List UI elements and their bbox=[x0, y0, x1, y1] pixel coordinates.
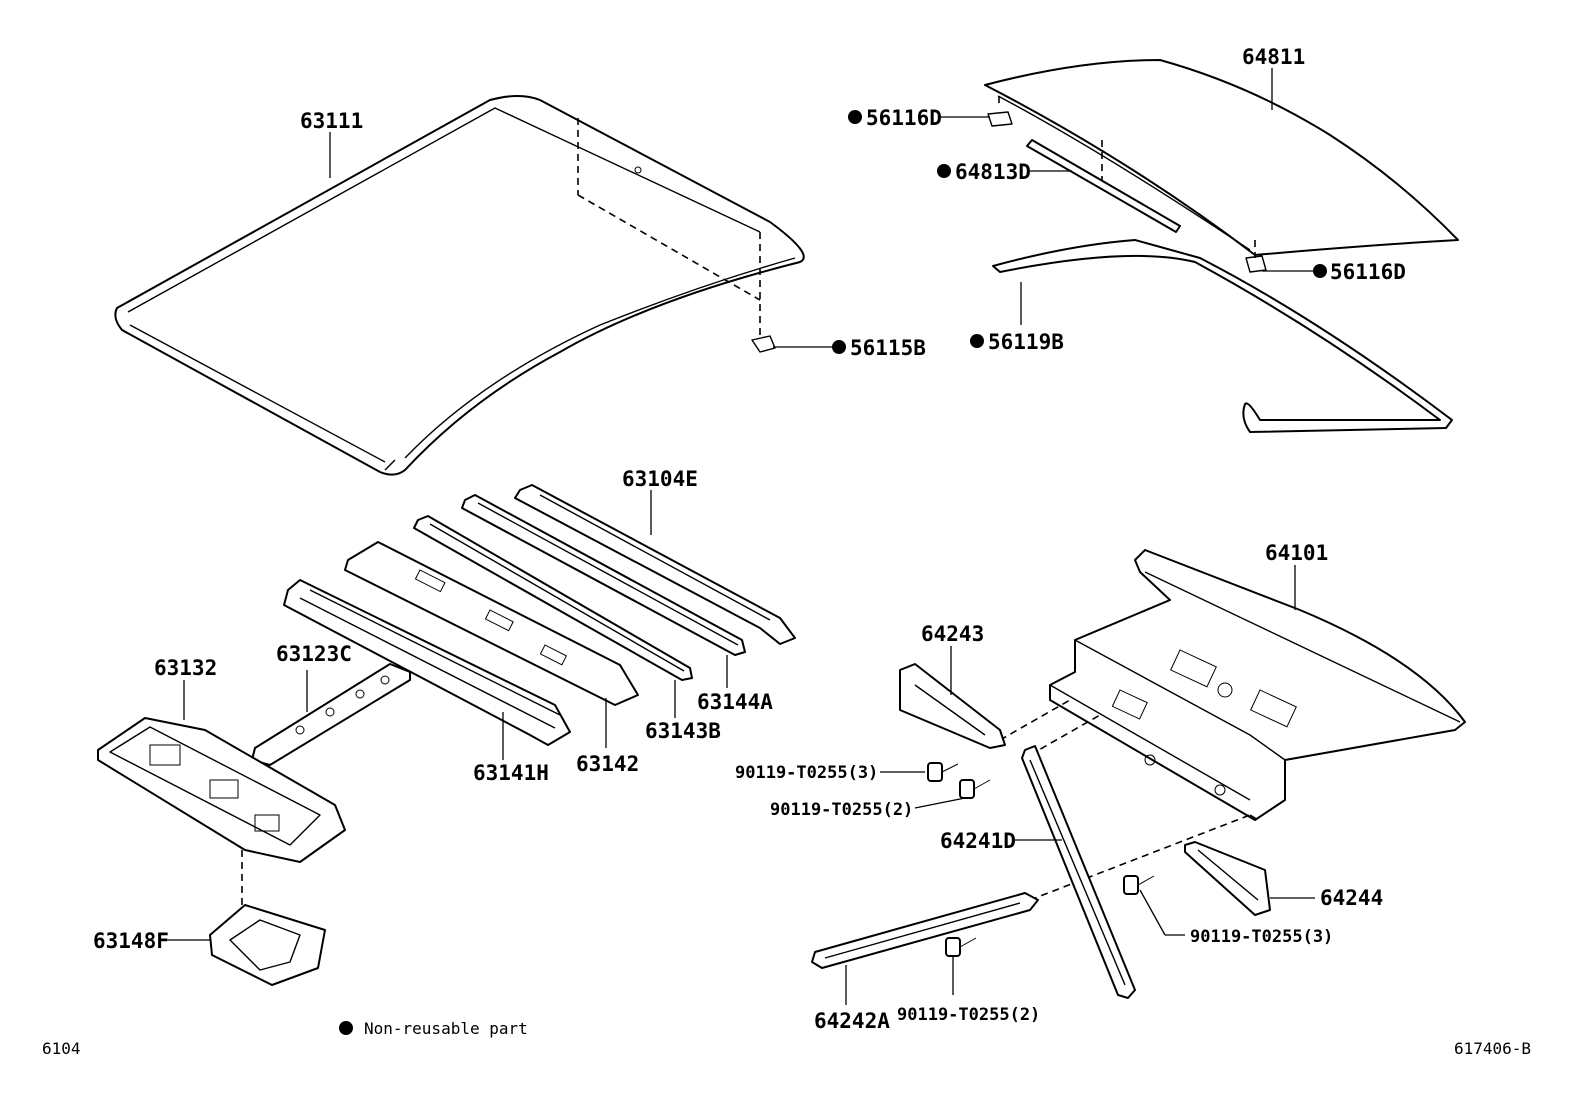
roof-panel[interactable] bbox=[114, 95, 805, 476]
weatherstrip-56119b[interactable] bbox=[992, 239, 1453, 433]
label-63104e[interactable]: 63104E bbox=[622, 467, 698, 491]
label-64244[interactable]: 64244 bbox=[1320, 886, 1383, 910]
stay-64241d[interactable] bbox=[1021, 745, 1136, 999]
brace-64243[interactable] bbox=[899, 663, 1006, 749]
label-63132[interactable]: 63132 bbox=[154, 656, 217, 680]
back-window-glass[interactable] bbox=[984, 59, 1459, 256]
label-90119-d[interactable]: 90119-T0255(2) bbox=[897, 1005, 1040, 1025]
label-64811[interactable]: 64811 bbox=[1242, 45, 1305, 69]
non-reusable-dot-56116d-top bbox=[848, 110, 862, 124]
bolt-90119-a[interactable] bbox=[927, 762, 959, 782]
clip-56116d-top[interactable] bbox=[987, 111, 1013, 127]
label-64101[interactable]: 64101 bbox=[1265, 541, 1328, 565]
label-90119-a[interactable]: 90119-T0255(3) bbox=[735, 763, 878, 783]
non-reusable-dot-56115b bbox=[832, 340, 846, 354]
label-64241d[interactable]: 64241D bbox=[940, 829, 1016, 853]
reinforcement-63123c[interactable] bbox=[251, 663, 411, 766]
label-90119-c[interactable]: 90119-T0255(3) bbox=[1190, 927, 1333, 947]
clip-56115b[interactable] bbox=[751, 335, 776, 353]
bolt-90119-b[interactable] bbox=[959, 779, 991, 799]
label-63111[interactable]: 63111 bbox=[300, 109, 363, 133]
bolt-90119-d[interactable] bbox=[945, 937, 977, 957]
roof-bow-63142[interactable] bbox=[344, 541, 639, 706]
roof-rail-63104e[interactable] bbox=[514, 484, 796, 645]
roof-header-63141h[interactable] bbox=[283, 579, 571, 746]
non-reusable-dot-64813d bbox=[937, 164, 951, 178]
legend-text: Non-reusable part bbox=[364, 1019, 528, 1038]
label-64242a[interactable]: 64242A bbox=[814, 1009, 890, 1033]
label-63123c[interactable]: 63123C bbox=[276, 642, 352, 666]
roof-bow-63143b[interactable] bbox=[413, 515, 693, 681]
label-56116d-right[interactable]: 56116D bbox=[1330, 260, 1406, 284]
footer-left-code: 6104 bbox=[42, 1039, 81, 1058]
legend-dot bbox=[339, 1021, 353, 1035]
bolt-90119-c[interactable] bbox=[1123, 875, 1155, 895]
bracket-63148f[interactable] bbox=[209, 904, 326, 986]
brace-64244[interactable] bbox=[1184, 841, 1271, 916]
footer-right-code: 617406-B bbox=[1454, 1039, 1531, 1058]
label-63144a[interactable]: 63144A bbox=[697, 690, 773, 714]
package-tray-64101[interactable] bbox=[1049, 549, 1466, 821]
label-56116d-top[interactable]: 56116D bbox=[866, 106, 942, 130]
label-90119-b[interactable]: 90119-T0255(2) bbox=[770, 800, 913, 820]
label-63142[interactable]: 63142 bbox=[576, 752, 639, 776]
molding-64813d[interactable] bbox=[1026, 139, 1181, 233]
non-reusable-dot-56116d-right bbox=[1313, 264, 1327, 278]
roof-bow-63144a[interactable] bbox=[461, 494, 746, 656]
label-63148f[interactable]: 63148F bbox=[93, 929, 169, 953]
label-64243[interactable]: 64243 bbox=[921, 622, 984, 646]
clip-56116d-right[interactable] bbox=[1245, 255, 1267, 273]
header-panel-63132[interactable] bbox=[97, 717, 346, 863]
brace-64242a[interactable] bbox=[811, 892, 1039, 969]
label-64813d[interactable]: 64813D bbox=[955, 160, 1031, 184]
label-63143b[interactable]: 63143B bbox=[645, 719, 721, 743]
non-reusable-dot-56119b bbox=[970, 334, 984, 348]
label-56119b[interactable]: 56119B bbox=[988, 330, 1064, 354]
label-63141h[interactable]: 63141H bbox=[473, 761, 549, 785]
label-56115b[interactable]: 56115B bbox=[850, 336, 926, 360]
